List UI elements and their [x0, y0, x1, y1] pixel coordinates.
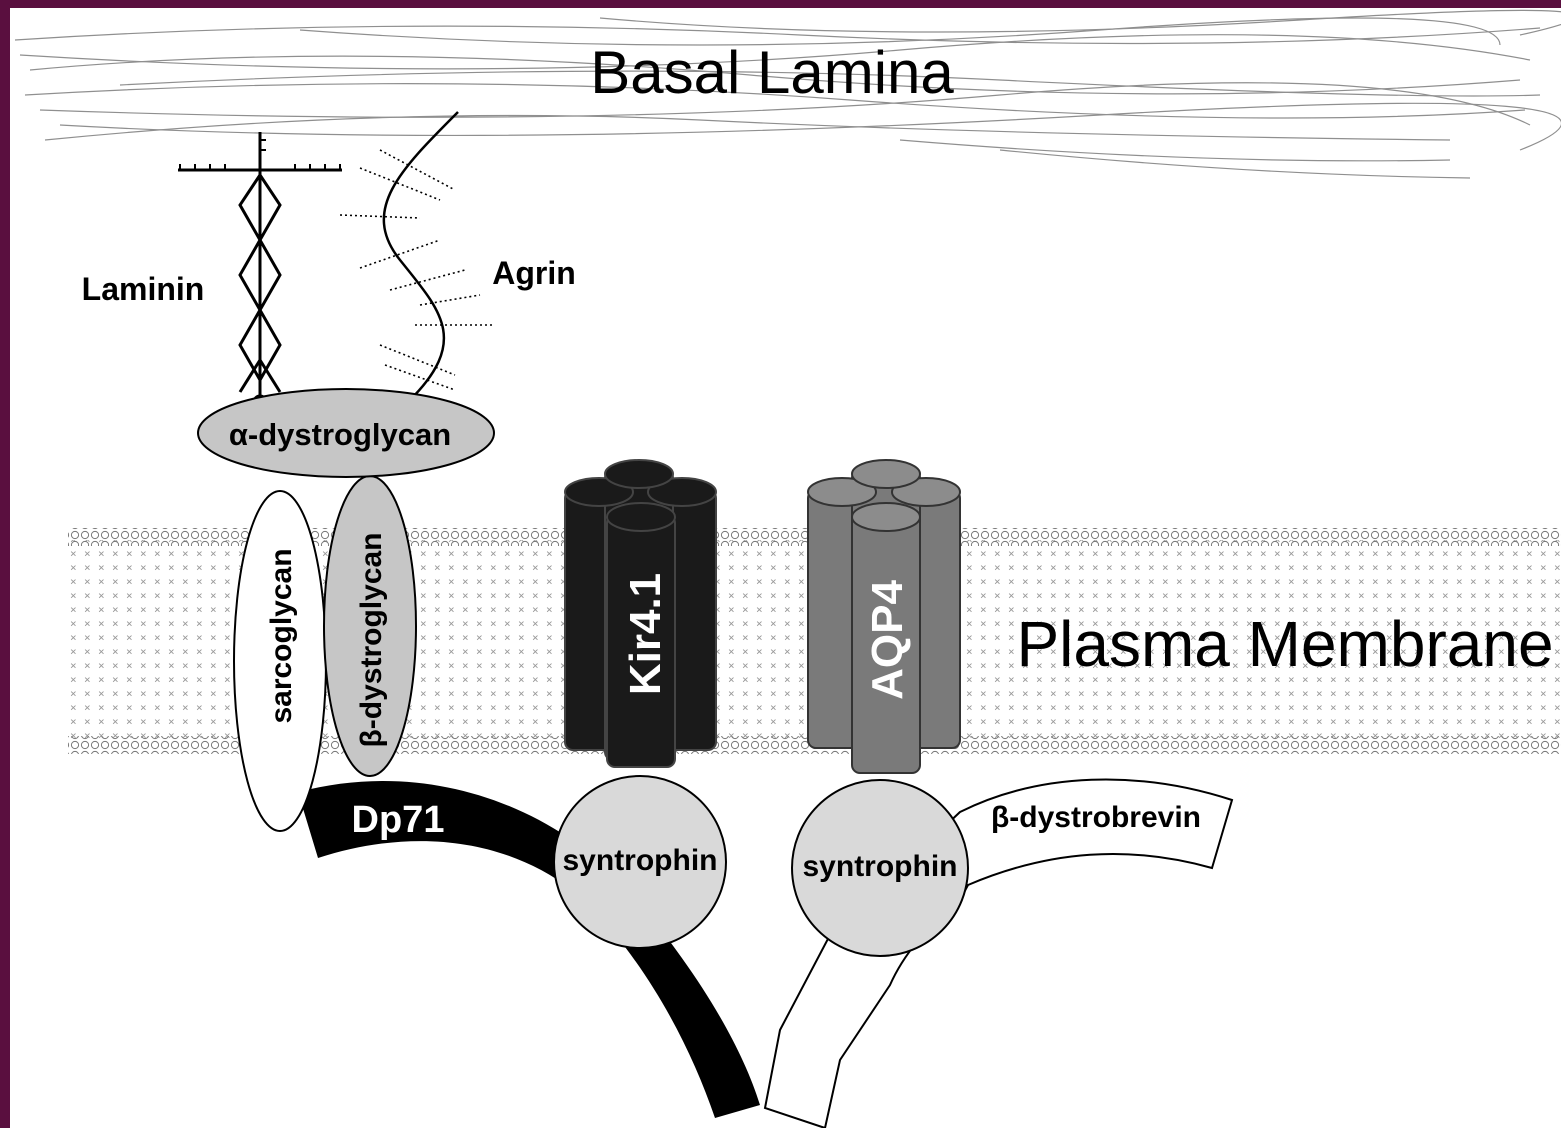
beta-dystrobrevin-label: β-dystrobrevin — [991, 801, 1201, 834]
laminin-molecule — [178, 132, 342, 408]
sarcoglycan-label: sarcoglycan — [265, 548, 298, 723]
dp71-label: Dp71 — [352, 799, 445, 841]
basal-lamina-label: Basal Lamina — [590, 39, 954, 106]
diagram-frame: × Basal Lamina Plasma Membrane — [10, 8, 1561, 1128]
dapc-diagram: × Basal Lamina Plasma Membrane — [10, 8, 1561, 1128]
agrin-molecule — [340, 112, 495, 400]
syntrophin-kir-label: syntrophin — [563, 844, 718, 877]
kir41-label: Kir4.1 — [621, 573, 670, 695]
laminin-label: Laminin — [82, 271, 205, 307]
plasma-membrane-label: Plasma Membrane — [1016, 608, 1553, 680]
agrin-label: Agrin — [492, 255, 576, 291]
beta-dystroglycan-label: β-dystroglycan — [355, 532, 388, 747]
alpha-dystroglycan-label: α-dystroglycan — [229, 417, 451, 452]
syntrophin-aqp4-label: syntrophin — [803, 850, 958, 883]
aqp4-label: AQP4 — [863, 580, 912, 700]
